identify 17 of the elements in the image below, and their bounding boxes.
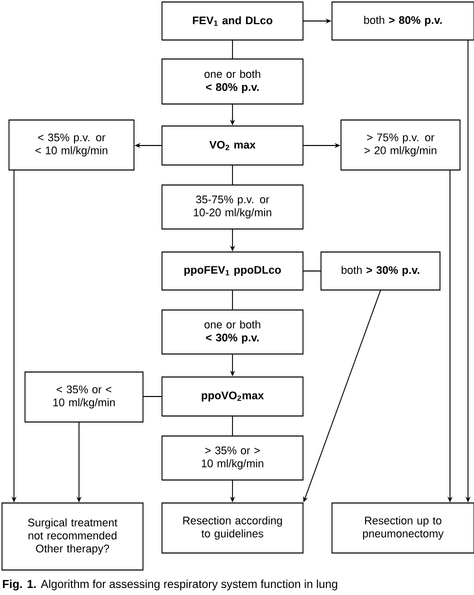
process-box: < 35% p.v. or < 10 ml/kg/min	[8, 120, 134, 170]
process-box: Resection up to pneumonectomy	[332, 502, 474, 554]
process-box: ppoVO$_{2}$max	[162, 376, 304, 416]
process-box: one or both < 30% p.v.	[162, 310, 304, 354]
process-box: > 35% or > 10 ml/kg/min	[162, 436, 304, 480]
process-box: FEV$_{1}$ and DLco	[162, 2, 304, 40]
process-box: < 35% or < 10 ml/kg/min	[24, 372, 144, 422]
process-box: one or both < 80% p.v.	[162, 58, 304, 104]
process-box: ppoFEV$_{1}$ ppoDLco	[162, 252, 304, 290]
process-box: both > 30% p.v.	[320, 252, 440, 290]
process-box: Surgical treatment not recommended Other therapy?	[2, 502, 144, 570]
process-box: both > 80% p.v.	[332, 2, 474, 40]
process-box: 35-75% p.v. or 10-20 ml/kg/min	[162, 184, 304, 230]
process-box: Resection according to guidelines	[162, 502, 304, 554]
process-box: > 75% p.v. or > 20 ml/kg/min	[340, 120, 460, 170]
caption: Fig. 1. Algorithm for assessing respiratory system function in lung	[2, 580, 338, 590]
process-box: VO$_{2}$ max	[162, 126, 304, 166]
